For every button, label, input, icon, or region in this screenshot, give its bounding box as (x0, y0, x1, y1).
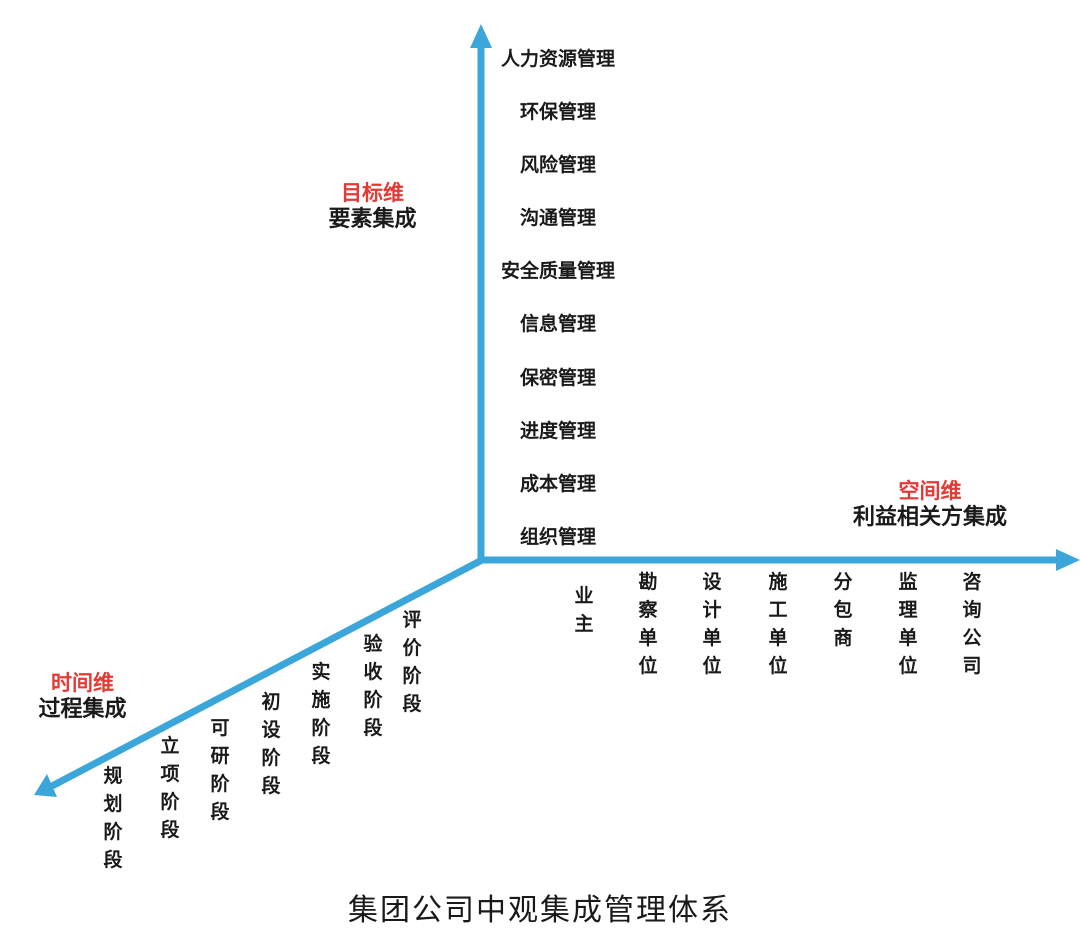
horizontal-axis-subtitle: 利益相关方集成 (852, 505, 1007, 531)
horizontal-item: 施工单位 (768, 571, 788, 677)
vertical-item: 安全质量管理 (500, 260, 615, 282)
horizontal-axis-title: 空间维 利益相关方集成 (830, 478, 1030, 532)
diagonal-item: 评价阶段 (402, 609, 422, 715)
vertical-axis-arrow (470, 24, 492, 48)
diagonal-item: 立项阶段 (160, 735, 180, 841)
diagonal-axis-subtitle: 过程集成 (38, 697, 127, 723)
vertical-item: 保密管理 (519, 367, 596, 389)
diagonal-axis-arrow (34, 774, 57, 797)
vertical-item: 风险管理 (519, 154, 596, 176)
diagonal-item: 规划阶段 (103, 765, 123, 871)
horizontal-item: 咨询公司 (962, 571, 982, 677)
diagonal-item: 实施阶段 (311, 661, 331, 767)
diagonal-item: 可研阶段 (210, 717, 230, 823)
horizontal-item: 监理单位 (898, 571, 918, 677)
horizontal-item: 勘察单位 (638, 571, 658, 677)
horizontal-axis-dimension: 空间维 (898, 479, 962, 503)
diagonal-axis-line (50, 556, 484, 790)
diagonal-axis-dimension: 时间维 (51, 671, 114, 695)
diagonal-item: 初设阶段 (261, 691, 281, 797)
horizontal-item: 设计单位 (702, 571, 722, 677)
vertical-item: 信息管理 (519, 313, 596, 335)
vertical-axis-title: 目标维 要素集成 (300, 180, 445, 234)
vertical-item: 组织管理 (519, 526, 596, 548)
vertical-item: 环保管理 (519, 101, 596, 123)
figure-caption: 集团公司中观集成管理体系 (348, 893, 732, 928)
vertical-item: 人力资源管理 (500, 48, 615, 70)
vertical-item: 进度管理 (519, 420, 596, 442)
horizontal-axis-arrow (1056, 549, 1080, 571)
vertical-axis-subtitle: 要素集成 (328, 207, 417, 233)
diagonal-item: 验收阶段 (363, 633, 383, 739)
diagonal-axis-title: 时间维 过程集成 (20, 670, 145, 724)
horizontal-item: 业主 (574, 585, 594, 635)
horizontal-item: 分包商 (833, 571, 853, 649)
vertical-item: 成本管理 (519, 473, 596, 495)
vertical-axis-dimension: 目标维 (341, 181, 404, 205)
vertical-item: 沟通管理 (519, 207, 596, 229)
